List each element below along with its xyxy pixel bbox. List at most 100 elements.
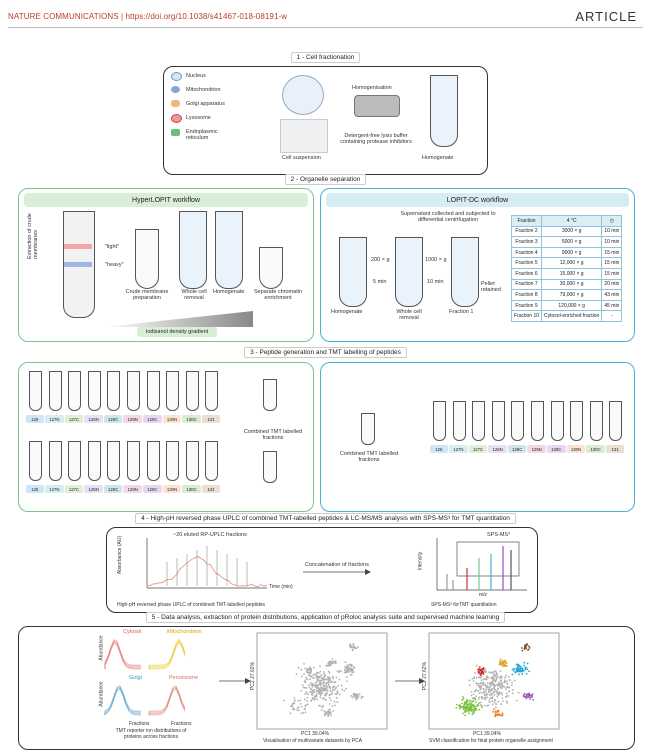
- table-cell: 10 min: [602, 237, 622, 248]
- pca-point: [353, 667, 355, 669]
- pca-point: [499, 662, 501, 664]
- pca-point: [505, 675, 507, 677]
- pca-point: [466, 706, 468, 708]
- g2-label: 1000 × g: [425, 257, 447, 263]
- pca-point: [306, 670, 308, 672]
- pca-point: [336, 701, 338, 703]
- pca-point: [487, 682, 489, 684]
- sps-caption: SPS-MS³ forTMT quantitation: [431, 602, 497, 608]
- pca-point: [354, 693, 356, 695]
- pca-point: [481, 672, 483, 674]
- uplc-panel: ~20 eluted RP-UPLC fractions Absorbance …: [106, 527, 538, 613]
- pca-point: [343, 690, 345, 692]
- pca-point: [328, 685, 330, 687]
- tmt-label: 129C: [547, 445, 566, 453]
- pca-point: [495, 714, 497, 716]
- pca-point: [469, 704, 471, 706]
- tmt-label: 130N: [567, 445, 586, 453]
- pca-point: [532, 699, 534, 701]
- pca-point: [484, 678, 486, 680]
- pca-point: [319, 665, 321, 667]
- sample-tube: [186, 371, 199, 411]
- pca-point: [469, 684, 471, 686]
- pca-point: [521, 673, 523, 675]
- pca-point: [314, 697, 316, 699]
- pca-point: [469, 709, 471, 711]
- pca-point: [503, 665, 505, 667]
- pca-point: [300, 703, 302, 705]
- pca-point: [480, 674, 482, 676]
- pca-point: [481, 707, 483, 709]
- sample-tube: [88, 441, 101, 481]
- pca-point: [316, 680, 318, 682]
- cell-fractionation-panel: Nucleus Mitochondrion Golgi apparatus Ly…: [163, 66, 488, 175]
- pca-point: [523, 662, 525, 664]
- pca-point: [501, 687, 503, 689]
- fraction1-label: Fraction 1: [449, 309, 473, 315]
- tmt-label: 127N: [45, 485, 64, 493]
- pca-point: [517, 664, 519, 666]
- pca-point: [524, 647, 526, 649]
- pca-point: [304, 680, 306, 682]
- pca-point: [493, 673, 495, 675]
- pca-point: [478, 692, 480, 694]
- sample-tube: [29, 371, 42, 411]
- pca-point: [299, 699, 301, 701]
- pca-point: [471, 691, 473, 693]
- pca-point: [306, 692, 308, 694]
- pca-point: [311, 686, 313, 688]
- pca-point: [512, 692, 514, 694]
- profile-line: [149, 641, 185, 669]
- tmt-label: 128C: [104, 415, 123, 423]
- pca-point: [526, 694, 528, 696]
- tmt-label: 130N: [163, 485, 182, 493]
- pca-point: [507, 683, 509, 685]
- lopit-dc-title: LOPIT-DC workflow: [326, 193, 629, 207]
- pca-point: [312, 692, 314, 694]
- pca-point: [325, 711, 327, 713]
- table-row: Fraction 49000 × g15 min: [512, 247, 622, 258]
- pca-point: [319, 676, 321, 678]
- table-cell: Fraction 4: [512, 247, 542, 258]
- pca-point: [491, 697, 493, 699]
- pca-point: [492, 692, 494, 694]
- tmt-label: 128C: [104, 485, 123, 493]
- pca-point: [318, 672, 320, 674]
- pca-point: [505, 688, 507, 690]
- pca-point: [470, 710, 472, 712]
- pca-point: [307, 693, 309, 695]
- pca-point: [349, 668, 351, 670]
- pca-point: [519, 671, 521, 673]
- uplc-xlabel: Time (min): [269, 584, 293, 590]
- pca-point: [312, 684, 314, 686]
- pca-point: [513, 668, 515, 670]
- tmt-label: 129N: [123, 415, 142, 423]
- pca-point: [313, 691, 315, 693]
- homogenate-label-2: Homogenate: [213, 289, 245, 295]
- pca-point: [492, 683, 494, 685]
- pca-point: [461, 699, 463, 701]
- pca-point: [490, 694, 492, 696]
- tmt-label: 128C: [508, 445, 527, 453]
- pca-point: [461, 702, 463, 704]
- pc1-label-a: PC1 39.04%: [301, 731, 329, 737]
- pca-point: [523, 670, 525, 672]
- sample-tube: [29, 441, 42, 481]
- pca-point: [509, 679, 511, 681]
- pca-point: [528, 670, 530, 672]
- pca-point: [316, 690, 318, 692]
- pca-point: [489, 701, 491, 703]
- pca-point: [324, 710, 326, 712]
- analysis-panel: Cytosol Mitochondrion Golgi Peroxisome A…: [18, 626, 635, 750]
- profile-line: [149, 686, 185, 715]
- pca-point: [462, 696, 464, 698]
- uplc-chart: [107, 528, 537, 612]
- tmt-label: 129N: [123, 485, 142, 493]
- sample-tube: [88, 371, 101, 411]
- pca-point: [500, 680, 502, 682]
- tmt-label: 126: [430, 445, 449, 453]
- pca-point: [526, 644, 528, 646]
- table-cell: Cytosol-enriched fraction: [542, 311, 602, 322]
- pca-point: [351, 671, 353, 673]
- section-3-title: 3 - Peptide generation and TMT labelling…: [0, 349, 651, 356]
